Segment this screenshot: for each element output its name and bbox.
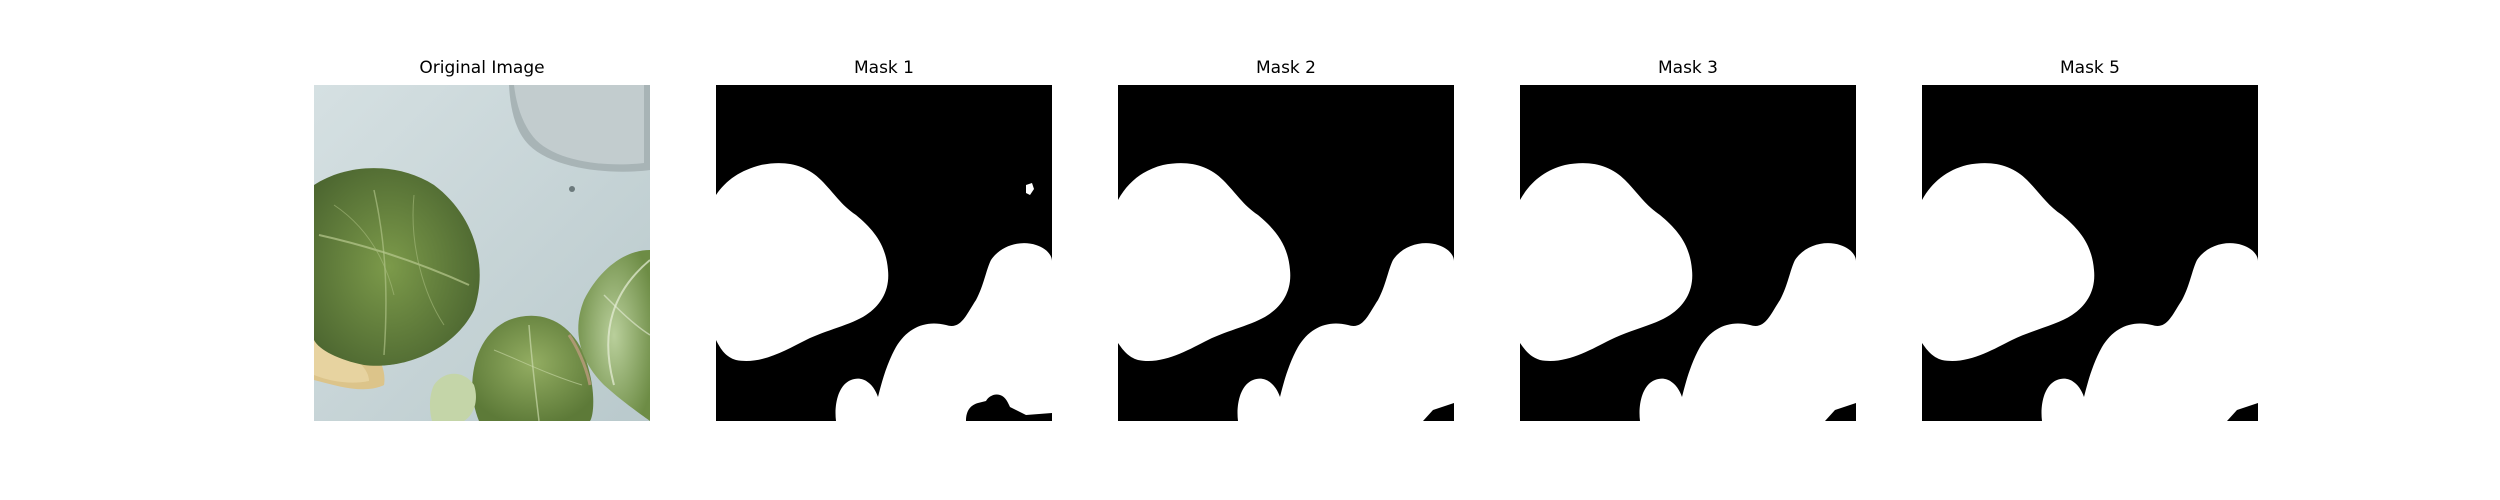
- panel-title: Mask 5: [2059, 58, 2120, 78]
- original-photo: [314, 85, 650, 421]
- panel-mask-1: Mask 1: [716, 0, 1052, 500]
- panel-title: Original Image: [419, 58, 545, 78]
- panel-mask-2: Mask 2: [1118, 0, 1454, 500]
- panel-title: Mask 1: [853, 58, 914, 78]
- panel-title: Mask 3: [1657, 58, 1718, 78]
- panel-title: Mask 2: [1255, 58, 1316, 78]
- mask-1-image: [716, 85, 1052, 421]
- mask-2-image: [1118, 85, 1454, 421]
- panel-mask-3: Mask 3: [1520, 0, 1856, 500]
- panel-original-image: Original Image: [314, 0, 650, 500]
- panel-mask-5: Mask 5: [1922, 0, 2258, 500]
- mask-3-image: [1520, 85, 1856, 421]
- mask-5-image: [1922, 85, 2258, 421]
